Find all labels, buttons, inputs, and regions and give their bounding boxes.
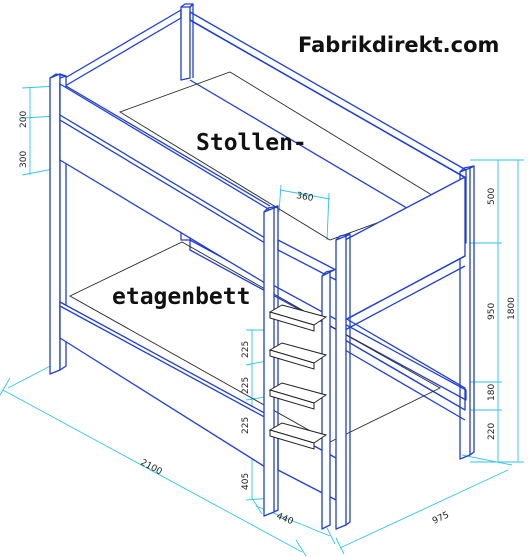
dim-220: 220 [487, 423, 497, 440]
dim-180: 180 [487, 384, 497, 401]
title-line-1: Stollen- [196, 130, 307, 156]
dim-950: 950 [487, 303, 497, 320]
ladder-step [269, 429, 315, 450]
dim-200: 200 [19, 111, 29, 128]
title-line-2: etagenbett [112, 284, 250, 310]
brand-title: Fabrikdirekt.com [298, 33, 499, 57]
bed-frame [49, 3, 475, 530]
dim-300: 300 [19, 151, 29, 168]
dim-1800: 1800 [507, 297, 517, 320]
ladder [268, 304, 328, 450]
dim-975: 975 [431, 510, 451, 526]
dim-225-top: 225 [241, 341, 251, 358]
dim-500: 500 [487, 188, 497, 205]
ladder-step [269, 349, 315, 370]
dim-360: 360 [295, 191, 314, 204]
ladder-step [269, 389, 315, 410]
dim-405: 405 [241, 473, 251, 490]
ladder-step [269, 311, 315, 332]
dim-225-low: 225 [241, 417, 251, 434]
dim-2100: 2100 [139, 458, 164, 478]
dim-225-mid: 225 [241, 377, 251, 394]
dim-440: 440 [275, 512, 295, 528]
